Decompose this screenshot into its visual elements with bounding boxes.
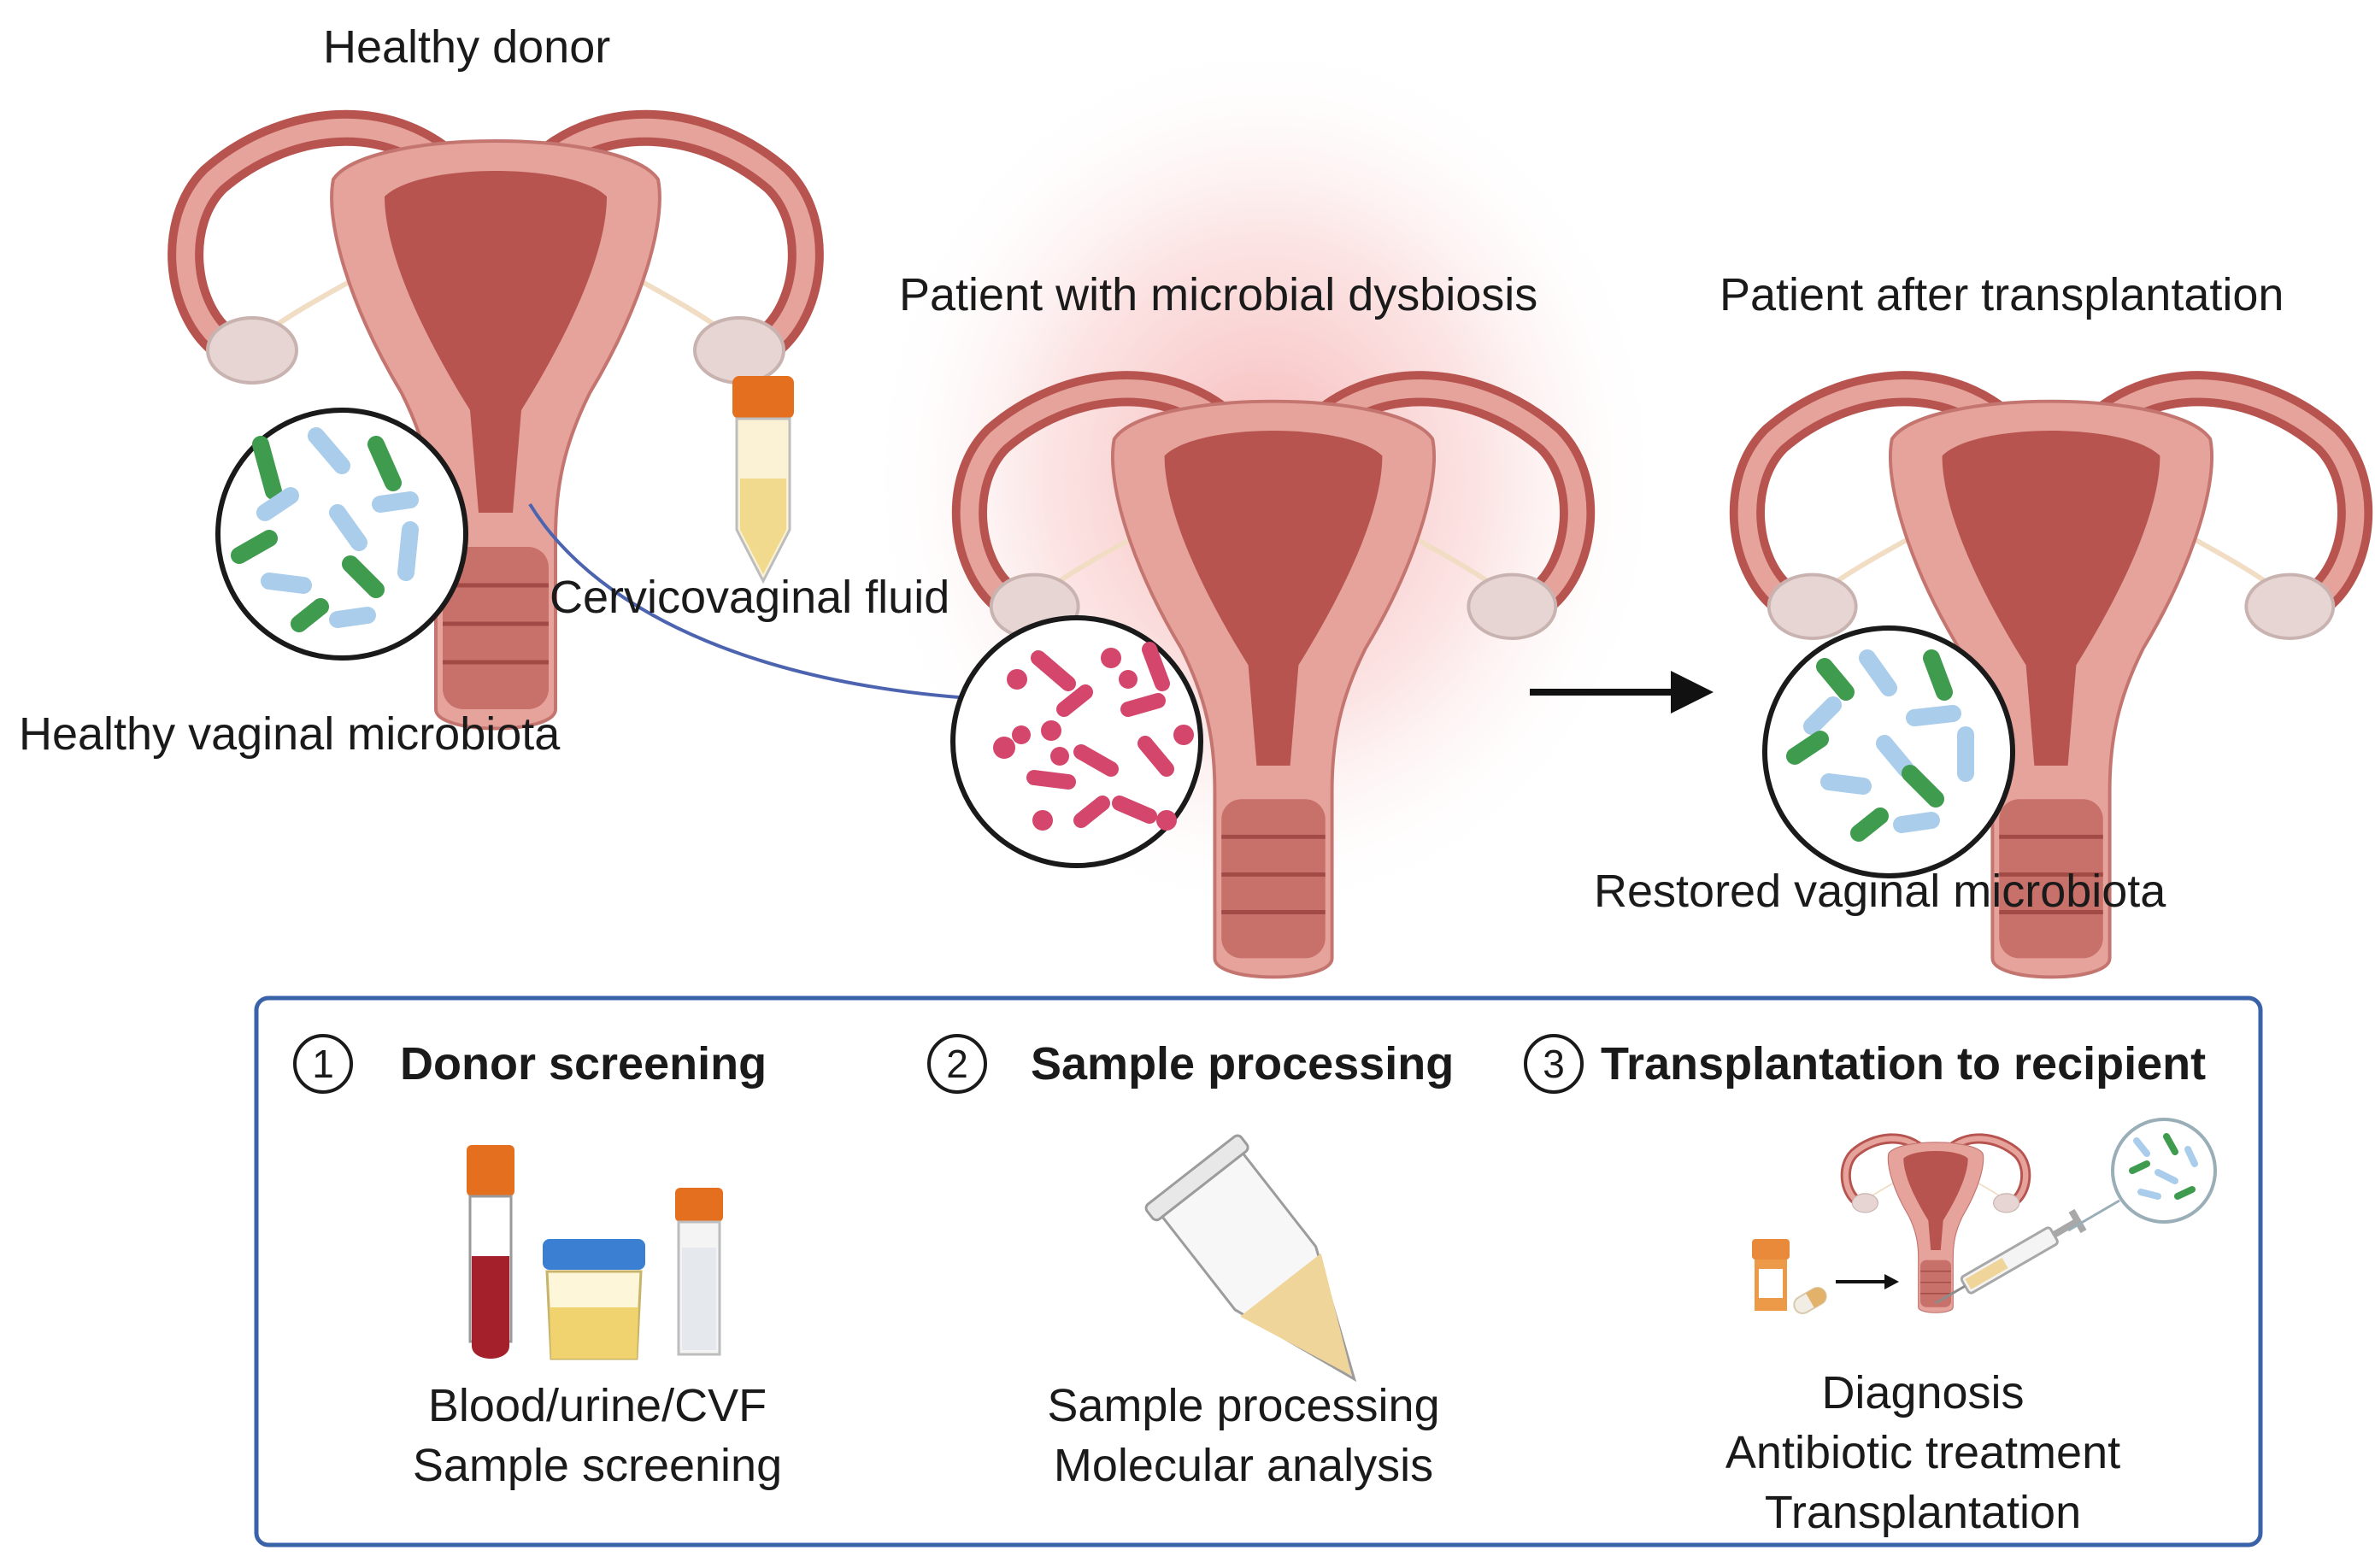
step-2-caption-line: Sample processing — [1047, 1380, 1440, 1431]
step-3-title: Transplantation to recipient — [1601, 1038, 2207, 1089]
step-2-caption-line: Molecular analysis — [1053, 1440, 1434, 1491]
cvf-label: Cervicovaginal fluid — [550, 572, 950, 623]
step-3-caption-line: Antibiotic treatment — [1725, 1427, 2121, 1478]
restored-microbiota-caption: Restored vaginal microbiota — [1594, 866, 2166, 917]
step-2-number: 2 — [927, 1034, 987, 1094]
step-3-caption-line: Diagnosis — [1821, 1367, 2025, 1418]
dysbiosis-microbiota-circle — [950, 615, 1203, 868]
patient-title: Patient with microbial dysbiosis — [899, 269, 1538, 320]
small-microbiota-circle-icon — [2111, 1118, 2217, 1224]
progress-arrowhead — [1671, 671, 1714, 714]
step-1-title: Donor screening — [400, 1038, 767, 1089]
cvf-vial-icon — [675, 1188, 723, 1356]
steps-panel — [254, 995, 2263, 1547]
step-1-caption-line: Blood/urine/CVF — [427, 1380, 767, 1431]
treatment-arrowhead — [1884, 1274, 1899, 1289]
capsule-icon — [1793, 1287, 1827, 1314]
after-title: Patient after transplantation — [1720, 269, 2284, 320]
transfer-arrow — [528, 502, 1018, 702]
step-1-number: 1 — [293, 1034, 353, 1094]
urine-cup-icon — [543, 1239, 645, 1360]
step-2-caption: Sample processing Molecular analysis — [974, 1376, 1513, 1495]
cvf-tube-icon — [732, 376, 794, 584]
step-3-caption: Diagnosis Antibiotic treatment Transplan… — [1649, 1363, 2196, 1542]
donor-title: Healthy donor — [323, 21, 611, 73]
healthy-microbiota-circle — [215, 408, 468, 661]
blood-tube-icon — [467, 1145, 514, 1359]
step-3-caption-line: Transplantation — [1764, 1487, 2082, 1538]
step-1-caption-line: Sample screening — [412, 1440, 783, 1491]
step-3-number: 3 — [1524, 1034, 1584, 1094]
donor-microbiota-caption: Healthy vaginal microbiota — [19, 708, 561, 760]
zoom-line — [2067, 1199, 2120, 1232]
step-2-title: Sample processing — [1031, 1038, 1455, 1089]
recipient-uterus-icon — [1846, 1138, 2025, 1313]
step-1-caption: Blood/urine/CVF Sample screening — [338, 1376, 856, 1495]
syringe-icon — [1934, 1208, 2087, 1305]
restored-microbiota-circle — [1762, 625, 2015, 878]
pill-bottle-icon — [1752, 1239, 1790, 1311]
microcentrifuge-tube-icon — [1144, 1134, 1357, 1383]
